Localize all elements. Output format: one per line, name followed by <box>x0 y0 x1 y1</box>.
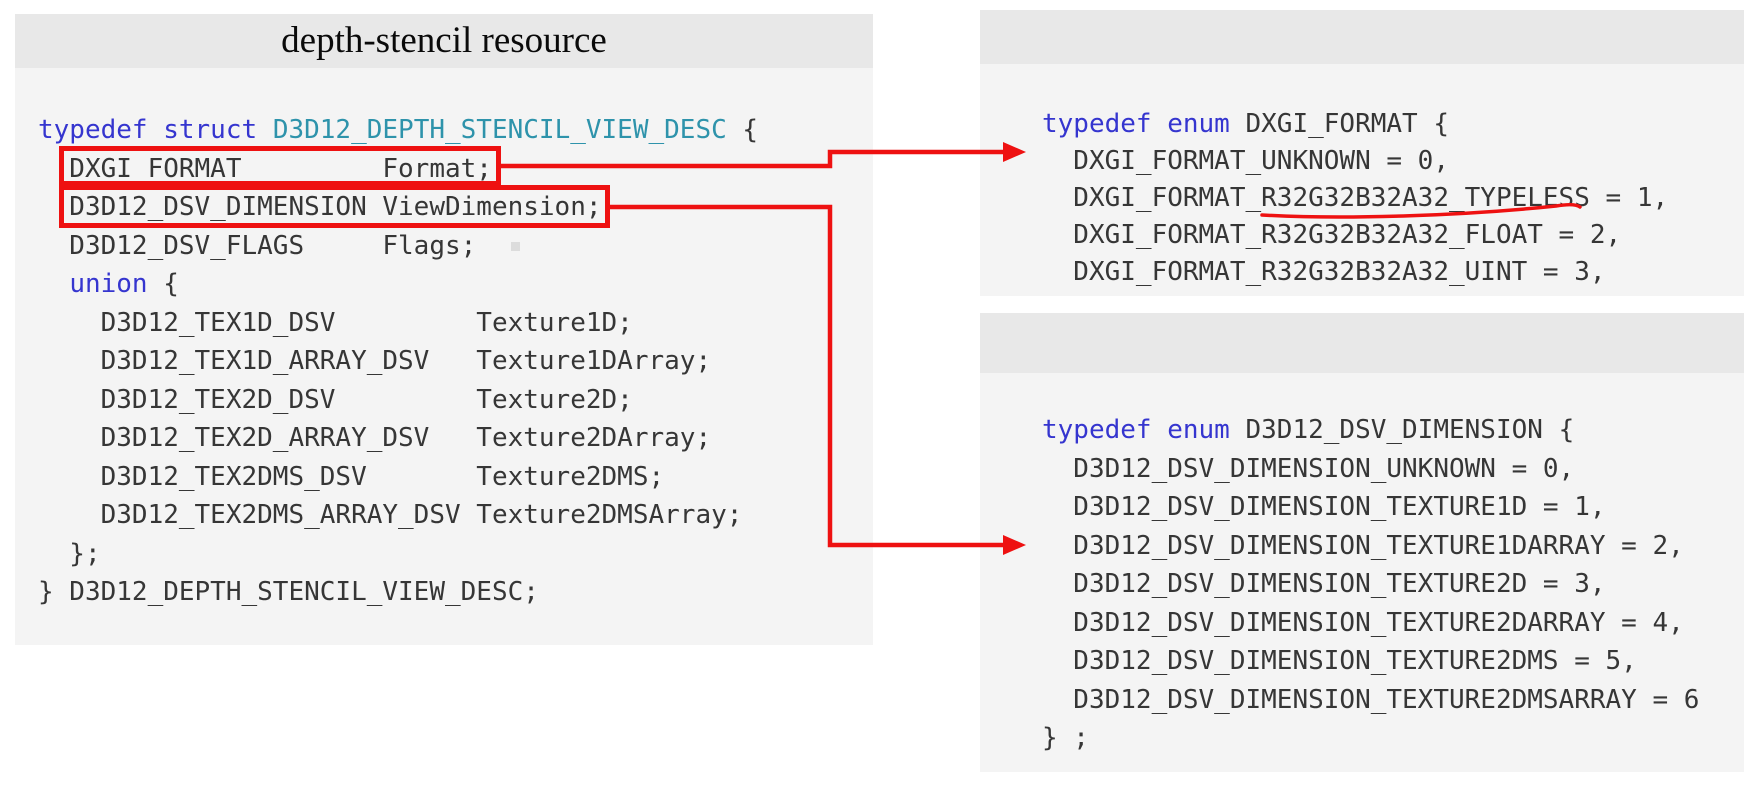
code-line: union { <box>69 269 179 299</box>
dsv-dimension-code-block: typedef enum D3D12_DSV_DIMENSION { D3D12… <box>1042 411 1699 758</box>
code-line: D3D12_DSV_DIMENSION_TEXTURE2DARRAY = 4, <box>1042 607 1684 638</box>
code-line: DXGI_FORMAT Format; <box>38 153 492 184</box>
code-line: DXGI_FORMAT_R32G32B32A32_TYPELESS = 1, <box>1042 183 1669 213</box>
code-line: DXGI_FORMAT_R32G32B32A32_UINT = 3, <box>1042 257 1606 287</box>
left-panel-header: depth-stencil resource <box>15 14 873 68</box>
dsv-panel-body <box>980 373 1744 772</box>
code-line: typedef struct D3D12_DEPTH_STENCIL_VIEW_… <box>38 115 759 145</box>
code-line: } D3D12_DEPTH_STENCIL_VIEW_DESC; <box>38 577 539 607</box>
code-line: D3D12_DSV_DIMENSION_TEXTURE2DMS = 5, <box>1042 646 1637 676</box>
code-line: D3D12_DSV_DIMENSION ViewDimension; <box>38 192 602 222</box>
dxgi-format-code-block: typedef enum DXGI_FORMAT { DXGI_FORMAT_U… <box>1042 106 1668 291</box>
code-line: D3D12_TEX2D_ARRAY_DSV Texture2DArray; <box>38 423 712 453</box>
artifact-dot <box>511 242 520 251</box>
code-line: D3D12_DSV_DIMENSION_UNKNOWN = 0, <box>1042 453 1575 484</box>
code-line: typedef enum DXGI_FORMAT { <box>1042 109 1449 139</box>
code-line: D3D12_TEX2DMS_ARRAY_DSV Texture2DMSArray… <box>38 500 743 530</box>
highlight-box-viewdimension <box>59 185 610 228</box>
code-line: D3D12_DSV_FLAGS Flags; <box>38 230 477 261</box>
code-line: typedef enum D3D12_DSV_DIMENSION { <box>1042 415 1575 445</box>
code-line: }; <box>38 538 101 569</box>
dsv-dimension-panel: typedef enum D3D12_DSV_DIMENSION { D3D12… <box>980 313 1744 772</box>
code-line: D3D12_DSV_DIMENSION_TEXTURE1D = 1, <box>1042 492 1606 522</box>
code-line: DXGI_FORMAT_R32G32B32A32_FLOAT = 2, <box>1042 220 1622 250</box>
code-line: } ; <box>1042 723 1089 753</box>
code-line: D3D12_TEX1D_ARRAY_DSV Texture1DArray; <box>38 346 712 376</box>
code-line: D3D12_DSV_DIMENSION_TEXTURE1DARRAY = 2, <box>1042 530 1684 561</box>
dxgi-panel-body <box>980 64 1744 296</box>
code-line: D3D12_TEX2DMS_DSV Texture2DMS; <box>38 461 665 492</box>
dxgi-panel-header <box>980 10 1744 64</box>
depth-stencil-struct-panel: depth-stencil resource typedef struct D3… <box>15 14 873 645</box>
code-line: D3D12_TEX1D_DSV Texture1D; <box>38 307 633 338</box>
dsv-panel-header <box>980 313 1744 373</box>
code-line: DXGI_FORMAT_UNKNOWN = 0, <box>1042 146 1449 176</box>
code-line: D3D12_DSV_DIMENSION_TEXTURE2DMSARRAY = 6 <box>1042 684 1700 715</box>
code-line: D3D12_TEX2D_DSV Texture2D; <box>38 384 633 415</box>
code-line: D3D12_DSV_DIMENSION_TEXTURE2D = 3, <box>1042 569 1606 599</box>
dxgi-format-panel: typedef enum DXGI_FORMAT { DXGI_FORMAT_U… <box>980 10 1744 296</box>
highlight-box-format <box>59 146 501 186</box>
page-title: depth-stencil resource <box>281 20 607 61</box>
